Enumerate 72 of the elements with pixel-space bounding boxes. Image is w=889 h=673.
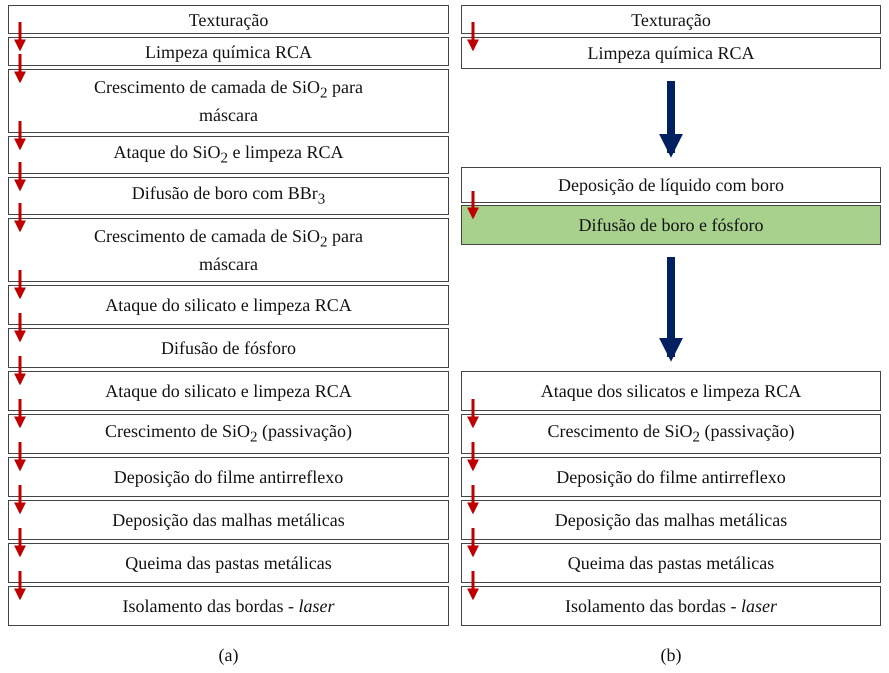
step-text: Deposição do filme antirreflexo: [114, 466, 344, 488]
process-step-box: [8, 414, 449, 454]
process-step-box: [461, 543, 881, 583]
arrow: [14, 54, 26, 84]
step-text: Queima das pastas metálicas: [568, 552, 774, 574]
arrow: [467, 22, 479, 52]
arrow: [14, 270, 26, 300]
process-step-box: [8, 136, 449, 174]
process-step-box: [8, 218, 449, 282]
step-text: Texturação: [188, 8, 268, 30]
process-step-box: [461, 167, 881, 203]
step-text: Ataque dos silicatos e limpeza RCA: [540, 380, 802, 402]
arrow: [14, 356, 26, 386]
step-text: Ataque do silicato e limpeza RCA: [105, 294, 352, 316]
step-text: Crescimento de camada de SiO$_{2}$ para máscara: [93, 224, 364, 276]
step-text: Difusão de boro com BBr$_{3}$: [132, 182, 326, 210]
process-step-box: [461, 371, 881, 411]
step-text: Isolamento das bordas - laser: [122, 595, 334, 617]
process-step-box: [8, 500, 449, 540]
process-step-box: [8, 328, 449, 368]
arrow: [14, 571, 26, 600]
step-text: Deposição do filme antirreflexo: [556, 466, 786, 488]
arrow: [14, 162, 26, 192]
step-text: Difusão de fósforo: [161, 337, 296, 359]
process-step-box: [8, 37, 449, 66]
process-step-box: [8, 371, 449, 411]
arrow: [467, 399, 479, 428]
step-text: Limpeza química RCA: [588, 42, 754, 64]
step-text: Crescimento de camada de SiO$_{2}$ para máscara: [93, 76, 364, 126]
panel-label: (b): [660, 645, 682, 666]
panel-label: (a): [218, 645, 240, 666]
arrow: [14, 313, 26, 342]
process-step-box: [8, 177, 449, 215]
step-text: Limpeza química RCA: [145, 40, 312, 62]
arrow: [14, 442, 26, 472]
process-step-box: [461, 37, 881, 69]
arrow: [14, 121, 26, 150]
arrow: [467, 485, 479, 514]
highlighted-step-box: [461, 205, 881, 245]
arrow: [467, 571, 479, 600]
arrow: [467, 191, 479, 220]
arrow: [14, 399, 26, 428]
process-step-box: [461, 500, 881, 540]
process-step-box: [8, 543, 449, 583]
process-step-box: [461, 414, 881, 454]
process-step-box: [8, 586, 449, 626]
arrow: [14, 203, 26, 232]
process-step-box: [8, 5, 449, 34]
step-text: Queima das pastas metálicas: [125, 552, 332, 574]
arrow: [659, 257, 683, 362]
process-step-box: [461, 457, 881, 497]
process-step-box: [461, 586, 881, 626]
step-text: Deposição de líquido com boro: [558, 174, 784, 196]
process-step-box: [8, 285, 449, 325]
arrow: [659, 81, 683, 158]
step-text: Difusão de boro e fósforo: [578, 214, 764, 236]
step-text: Crescimento de SiO$_{2}$ (passivação): [105, 420, 352, 448]
arrow: [14, 485, 26, 514]
step-text: Ataque do silicato e limpeza RCA: [105, 380, 352, 402]
step-text: Deposição das malhas metálicas: [554, 509, 788, 531]
step-text: Crescimento de SiO$_{2}$ (passivação): [548, 420, 794, 448]
step-text: Texturação: [631, 8, 711, 30]
step-text: Ataque do SiO$_{2}$ e limpeza RCA: [114, 140, 344, 168]
process-step-box: [8, 457, 449, 497]
process-step-box: [461, 5, 881, 34]
arrow: [467, 442, 479, 472]
process-step-box: [8, 69, 449, 133]
arrow: [467, 528, 479, 558]
step-text: Isolamento das bordas - laser: [565, 595, 777, 617]
arrow: [14, 22, 26, 52]
arrow: [14, 528, 26, 558]
step-text: Deposição das malhas metálicas: [112, 509, 345, 531]
